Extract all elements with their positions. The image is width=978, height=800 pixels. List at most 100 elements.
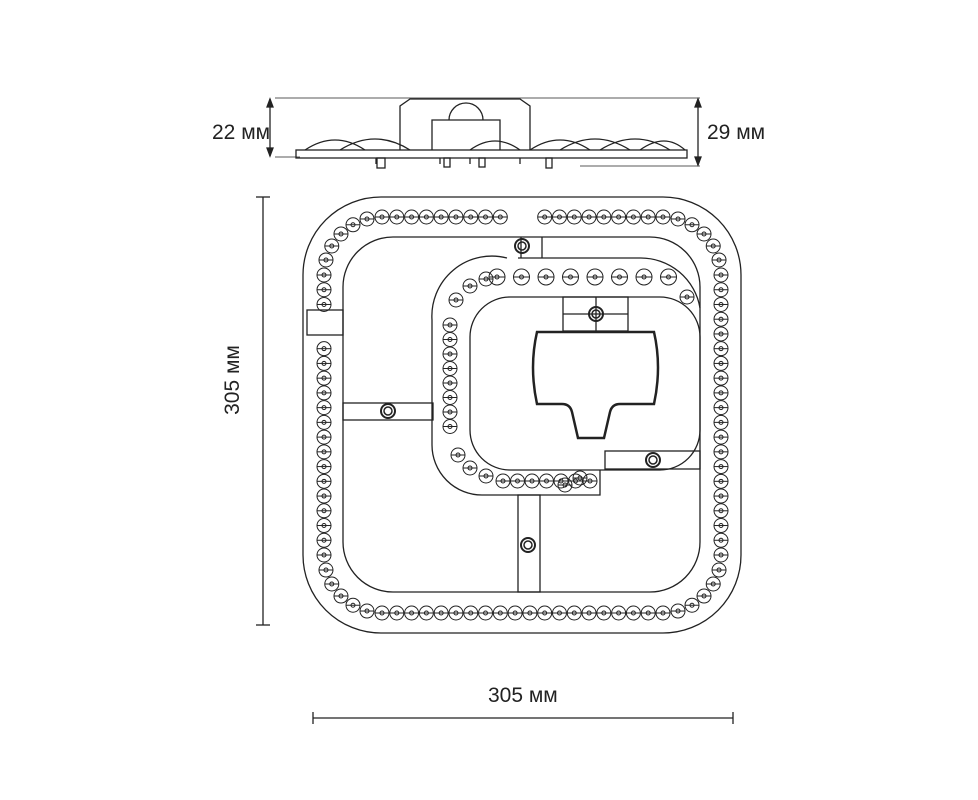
width-dimension-label: 305 мм bbox=[488, 684, 558, 707]
led-icon bbox=[442, 404, 458, 420]
led-icon bbox=[316, 370, 332, 386]
led-icon bbox=[713, 473, 729, 489]
led-icon bbox=[713, 459, 729, 475]
led-icon bbox=[611, 268, 628, 286]
led-icon bbox=[389, 605, 405, 621]
led-icon bbox=[448, 605, 464, 621]
led-icon bbox=[510, 473, 525, 489]
height-dimension-label: 305 мм bbox=[221, 345, 244, 415]
led-icon bbox=[655, 209, 671, 225]
led-icon bbox=[478, 209, 494, 225]
led-icon bbox=[333, 226, 349, 242]
led-icon bbox=[713, 282, 729, 298]
led-icon bbox=[711, 562, 727, 578]
led-icon bbox=[316, 341, 332, 357]
led-icon bbox=[478, 468, 494, 484]
led-icon bbox=[553, 473, 569, 489]
led-icon bbox=[572, 470, 588, 486]
led-icon bbox=[316, 532, 332, 548]
led-icon bbox=[442, 419, 458, 434]
board-height-label: 22 мм bbox=[212, 121, 271, 144]
driver-housing bbox=[531, 330, 660, 440]
led-icon bbox=[522, 605, 538, 621]
led-icon bbox=[478, 271, 494, 287]
led-icon bbox=[596, 209, 612, 225]
total-height-label: 29 мм bbox=[707, 121, 766, 144]
led-icon bbox=[566, 605, 582, 621]
led-icon bbox=[640, 605, 656, 621]
led-icon bbox=[318, 562, 334, 578]
led-icon bbox=[359, 211, 375, 227]
led-icon bbox=[711, 252, 727, 268]
led-icon bbox=[524, 473, 540, 489]
led-icon bbox=[551, 209, 567, 225]
led-icon bbox=[679, 289, 695, 305]
led-icon bbox=[442, 346, 458, 362]
led-icon bbox=[374, 605, 390, 621]
led-icon bbox=[596, 605, 612, 621]
led-icon bbox=[316, 459, 332, 475]
led-icon bbox=[448, 292, 464, 308]
led-icon bbox=[324, 238, 340, 254]
led-icon bbox=[316, 414, 332, 430]
screw-icon bbox=[645, 452, 661, 468]
led-icon bbox=[442, 317, 458, 333]
led-icon bbox=[492, 209, 508, 225]
led-icon bbox=[551, 605, 567, 621]
screw-icon bbox=[520, 537, 536, 553]
led-icon bbox=[374, 209, 390, 225]
led-icon bbox=[418, 605, 434, 621]
led-icon bbox=[450, 447, 466, 463]
led-icon bbox=[316, 400, 332, 416]
led-icon bbox=[566, 209, 582, 225]
led-icon bbox=[359, 603, 375, 619]
led-icon bbox=[586, 268, 604, 286]
led-icon bbox=[581, 605, 597, 621]
led-icon bbox=[316, 429, 332, 445]
led-icon bbox=[625, 605, 641, 621]
spoke-bottom bbox=[517, 494, 541, 593]
led-icon bbox=[582, 473, 598, 489]
led-icon bbox=[442, 390, 458, 405]
led-icon bbox=[696, 226, 712, 242]
led-icon bbox=[316, 267, 332, 283]
led-icon bbox=[389, 209, 405, 225]
led-icon bbox=[696, 588, 712, 604]
led-icon bbox=[655, 605, 671, 621]
led-icon bbox=[488, 268, 506, 286]
led-icon bbox=[433, 605, 449, 621]
led-icon bbox=[316, 282, 332, 298]
led-icon bbox=[442, 361, 458, 376]
led-icon bbox=[713, 444, 729, 460]
led-icon bbox=[713, 532, 729, 548]
led-icon bbox=[318, 252, 334, 268]
spoke-right bbox=[604, 450, 701, 470]
led-icon bbox=[557, 477, 573, 493]
led-icon bbox=[316, 518, 332, 534]
led-icon bbox=[316, 547, 332, 563]
led-icon bbox=[635, 268, 653, 286]
led-icon bbox=[684, 217, 700, 233]
screw-icon bbox=[514, 238, 530, 254]
led-icon bbox=[507, 605, 523, 621]
led-icon bbox=[418, 209, 434, 225]
led-icon bbox=[713, 547, 729, 563]
led-icon bbox=[316, 296, 332, 312]
led-icon bbox=[442, 375, 458, 391]
top-view bbox=[256, 196, 742, 724]
led-icon bbox=[448, 209, 464, 225]
led-icon bbox=[316, 444, 332, 460]
screw-icon bbox=[588, 306, 604, 322]
led-icon bbox=[316, 503, 332, 519]
led-icon bbox=[492, 605, 508, 621]
side-view bbox=[266, 97, 702, 169]
led-icon bbox=[316, 385, 332, 401]
led-icon bbox=[404, 605, 420, 621]
led-icon bbox=[513, 268, 530, 286]
led-icon bbox=[705, 238, 721, 254]
led-icon bbox=[442, 332, 458, 347]
led-icon bbox=[640, 209, 656, 225]
screw-icon bbox=[380, 403, 396, 419]
led-icon bbox=[611, 209, 627, 225]
led-icon bbox=[345, 597, 361, 613]
